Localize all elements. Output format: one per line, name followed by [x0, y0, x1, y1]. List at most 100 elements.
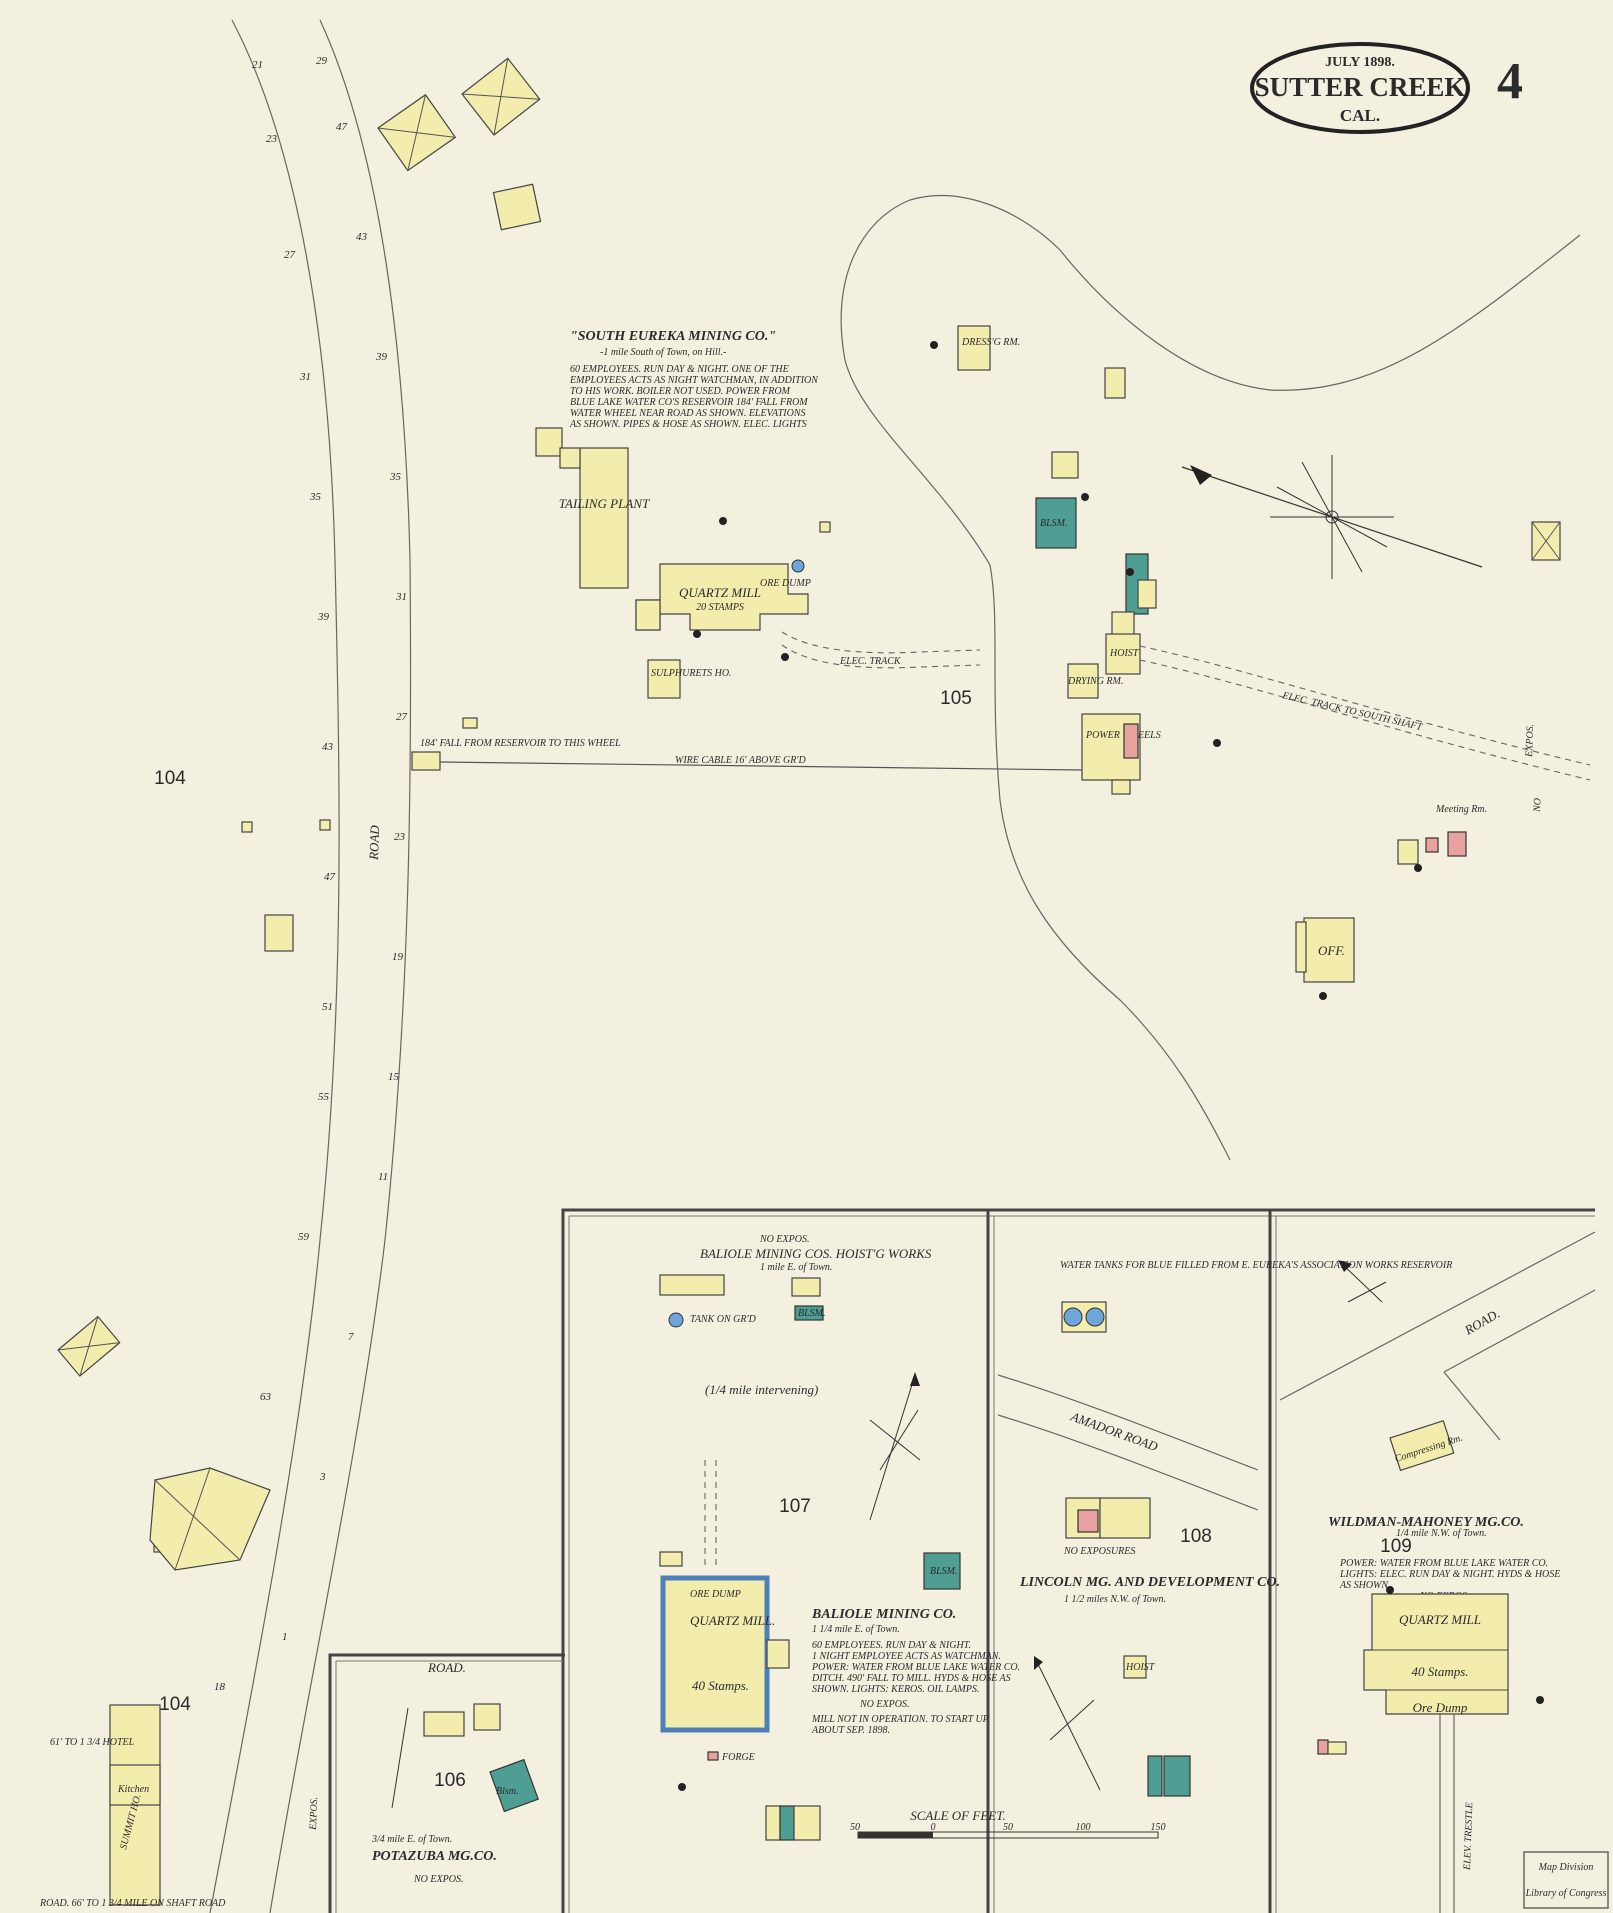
baliole-stamps: 40 Stamps. [692, 1678, 749, 1693]
baliole-note-6: NO EXPOS. [859, 1699, 909, 1710]
south-eureka-note-1: 60 EMPLOYEES. RUN DAY & NIGHT. ONE OF TH… [570, 364, 789, 375]
scale-tick-4: 100 [1076, 1822, 1091, 1833]
wildman-road-label: ROAD. [1461, 1306, 1502, 1338]
main-road: ROAD [209, 19, 412, 1913]
svg-text:15: 15 [388, 1071, 400, 1083]
wildman-note-3: AS SHOWN. [1339, 1580, 1391, 1591]
svg-text:27: 27 [396, 711, 408, 723]
lincoln-no-exposures: NO EXPOSURES [1063, 1546, 1135, 1557]
svg-text:31: 31 [395, 591, 407, 603]
svg-text:19: 19 [392, 951, 404, 963]
block-number-105: 105 [940, 688, 972, 709]
ore-dump-label: ORE DUMP [760, 578, 811, 589]
potazuba-title: POTAZUBA MG.CO. [372, 1849, 497, 1864]
wildman-stamps: 40 Stamps. [1411, 1664, 1468, 1679]
block-105-buildings: DRESS'G RM. BLSM. HOIST DRYING RM. POWER… [693, 325, 1591, 1000]
baliole-mill: ORE DUMP QUARTZ MILL. 40 Stamps. FORGE B… [659, 1460, 1020, 1841]
summit-note: 61' TO 1 3/4 HOTEL [50, 1737, 135, 1748]
baliole-forge: FORGE [721, 1752, 755, 1763]
wildman-ore-dump: Ore Dump [1413, 1700, 1468, 1715]
block-number-104: 104 [154, 768, 186, 789]
wildman-note-2: LIGHTS: ELEC. RUN DAY & NIGHT. HYDS & HO… [1339, 1569, 1560, 1580]
baliole-mill-title: BALIOLE MINING CO. [811, 1607, 956, 1622]
dressing-rm-label: DRESS'G RM. [961, 337, 1020, 348]
svg-text:29: 29 [316, 55, 328, 67]
baliole-ore-dump: ORE DUMP [690, 1589, 741, 1600]
potazuba-no-expos: NO EXPOS. [413, 1874, 463, 1885]
south-eureka-note-4: BLUE LAKE WATER CO'S RESERVOIR 184' FALL… [570, 397, 808, 408]
svg-text:35: 35 [389, 471, 402, 483]
no-expos-label: NO [1532, 798, 1544, 813]
wildman-title: WILDMAN-MAHONEY MG.CO. [1328, 1515, 1524, 1530]
north-arrow [1181, 455, 1483, 579]
svg-text:43: 43 [356, 231, 368, 243]
scale-label: SCALE OF FEET. [910, 1808, 1005, 1823]
lincoln-water-note: WATER TANKS FOR BLUE FILLED FROM E. EURE… [1060, 1260, 1452, 1271]
scale-tick-5: 150 [1151, 1822, 1166, 1833]
svg-text:21: 21 [252, 59, 263, 71]
svg-text:55: 55 [318, 1091, 330, 1103]
baliole-quartz-mill-label: QUARTZ MILL. [690, 1613, 775, 1628]
svg-text:27: 27 [284, 249, 296, 261]
scale-tick-1: 50 [850, 1822, 860, 1833]
south-eureka-title: "SOUTH EUREKA MINING CO." [570, 329, 776, 344]
title-cartouche: JULY 1898. SUTTER CREEK CAL. [1250, 42, 1470, 134]
quartz-mill-stamps: 20 STAMPS [696, 602, 744, 613]
baliole-hoist-blsm: BLSM. [798, 1308, 826, 1319]
potazuba: ROAD. Blsm. 106 3/4 mile E. of Town. POT… [308, 1660, 539, 1885]
tailing-plant-label: TAILING PLANT [559, 496, 650, 511]
sulphurets-label: SULPHURETS HO. [651, 668, 732, 679]
inset-frames [328, 1208, 1595, 1913]
block-104-buildings: Kitchen SUMMIT HO. 61' TO 1 3/4 HOTEL [50, 819, 331, 1906]
baliole-hoist-title: BALIOLE MINING COS. HOIST'G WORKS [700, 1246, 932, 1261]
baliole-note-8: ABOUT SEP. 1898. [811, 1725, 890, 1736]
svg-text:11: 11 [378, 1171, 388, 1183]
potazuba-expos-label: EXPOS. [308, 1797, 320, 1831]
lincoln-hoist: HOIST [1125, 1662, 1156, 1673]
block-number-107: 107 [779, 1496, 811, 1517]
wildman-quartz-mill-label: QUARTZ MILL [1399, 1612, 1481, 1627]
svg-text:59: 59 [298, 1231, 310, 1243]
svg-text:47: 47 [324, 871, 336, 883]
lincoln-subtitle: 1 1/2 miles N.W. of Town. [1064, 1594, 1166, 1605]
south-eureka-note-5: WATER WHEEL NEAR ROAD AS SHOWN. ELEVATIO… [570, 408, 806, 419]
elec-track-south [1139, 645, 1591, 766]
compass-107 [869, 1372, 921, 1521]
road-label: ROAD [366, 824, 382, 861]
wire-cable-label: WIRE CABLE 16' ABOVE GR'D [675, 755, 807, 766]
scale-tick-3: 50 [1003, 1822, 1013, 1833]
library-stamp: Map Division Library of Congress [1523, 1851, 1609, 1909]
svg-text:39: 39 [375, 351, 388, 363]
expos-label: EXPOS. [1524, 724, 1536, 758]
summit-kitchen-label: Kitchen [117, 1784, 149, 1795]
power-wheels-label: POWER WHEELS [1085, 730, 1161, 741]
svg-text:1: 1 [282, 1631, 288, 1643]
svg-text:7: 7 [348, 1331, 354, 1343]
elec-track [781, 631, 981, 654]
map-date: JULY 1898. [1325, 55, 1395, 70]
svg-text:47: 47 [336, 121, 348, 133]
office-label: OFF. [1318, 943, 1345, 958]
title-ellipse [1250, 42, 1470, 134]
elec-track-south-label: ELEC. TRACK TO SOUTH SHAFT [1280, 690, 1424, 733]
wildman-mahoney: ROAD. Compressing Rm. WILDMAN-MAHONEY MG… [1279, 1231, 1596, 1913]
svg-text:43: 43 [322, 741, 334, 753]
fall-note: 184' FALL FROM RESERVOIR TO THIS WHEEL [420, 738, 621, 749]
wildman-subtitle: 1/4 mile N.W. of Town. [1396, 1528, 1487, 1539]
baliole-note-4: DITCH. 490' FALL TO MILL. HYDS & HOSE AS [811, 1673, 1011, 1684]
meeting-rm-label: Meeting Rm. [1435, 804, 1487, 815]
bottom-road-note: ROAD. 66' TO 1 3/4 MILE ON SHAFT ROAD [39, 1898, 226, 1909]
baliole-quartz-mill [660, 1575, 770, 1733]
baliole-note-5: SHOWN. LIGHTS: KEROS. OIL LAMPS. [812, 1684, 979, 1695]
wildman-trestle: ELEV. TRESTLE [1462, 1802, 1475, 1871]
sheet-number: 4 [1497, 53, 1523, 110]
blsm-label: BLSM. [1040, 518, 1068, 529]
tailing-plant [579, 447, 629, 589]
quartz-mill-label: QUARTZ MILL [679, 585, 761, 600]
elec-track-label: ELEC. TRACK [839, 656, 902, 667]
south-eureka-subtitle: -1 mile South of Town, on Hill.- [600, 347, 726, 358]
block-number-108: 108 [1180, 1526, 1212, 1547]
